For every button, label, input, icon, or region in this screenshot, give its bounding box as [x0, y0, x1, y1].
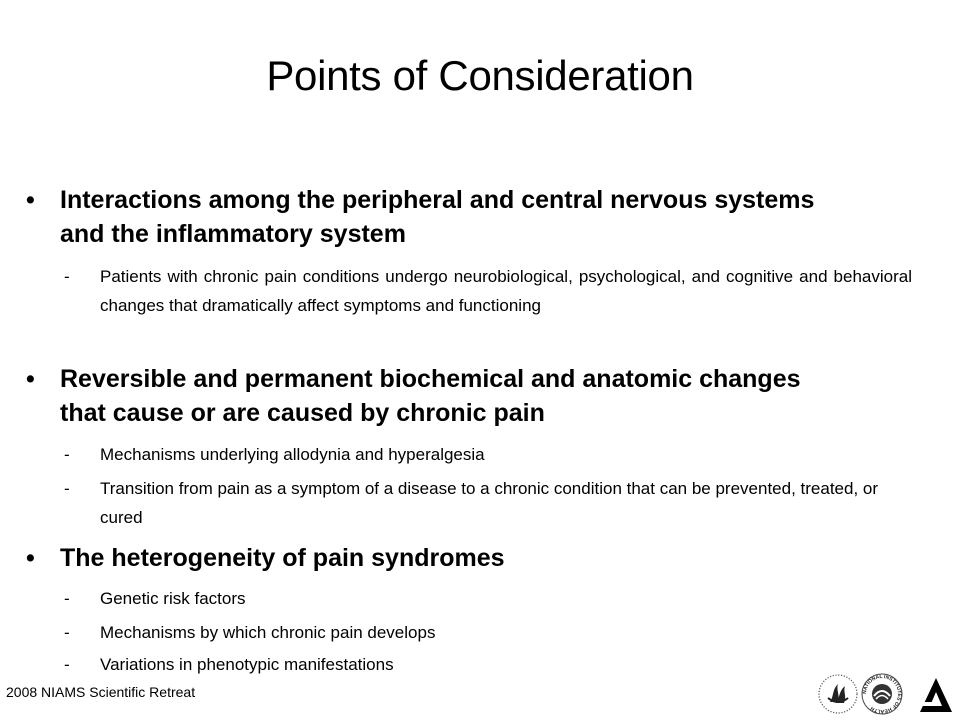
sub-item-2-1: - Mechanisms underlying allodynia and hy… — [64, 440, 912, 469]
niams-logo-icon — [920, 678, 952, 712]
sub-item-2-2: - Transition from pain as a symptom of a… — [64, 474, 912, 532]
sub-dash: - — [64, 589, 70, 608]
sub-item-1-1: - Patients with chronic pain conditions … — [64, 262, 912, 320]
bullet-3: • The heterogeneity of pain syndromes — [26, 541, 850, 575]
sub-text: Mechanisms underlying allodynia and hype… — [100, 445, 485, 464]
bullet-dot: • — [26, 365, 35, 393]
sub-dash: - — [64, 655, 70, 674]
sub-text: Mechanisms by which chronic pain develop… — [100, 623, 436, 642]
bullet-2: • Reversible and permanent biochemical a… — [26, 362, 850, 430]
bullet-dot: • — [26, 544, 35, 572]
sub-text: Variations in phenotypic manifestations — [100, 655, 394, 674]
bullet-text: Interactions among the peripheral and ce… — [60, 186, 815, 248]
footer-text: 2008 NIAMS Scientific Retreat — [6, 684, 196, 700]
bullet-text: Reversible and permanent biochemical and… — [60, 365, 801, 427]
nih-logo-icon: NATIONAL INSTITUTES OF HEALTH — [861, 673, 903, 715]
slide-title: Points of Consideration — [266, 52, 694, 99]
bullet-dot: • — [26, 186, 35, 214]
sub-dash: - — [64, 445, 70, 464]
sub-text: Patients with chronic pain conditions un… — [100, 267, 912, 315]
hhs-logo-icon — [818, 674, 858, 714]
sub-dash: - — [64, 479, 70, 498]
sub-text: Genetic risk factors — [100, 589, 246, 608]
logo-strip: NATIONAL INSTITUTES OF HEALTH — [818, 673, 952, 715]
bullet-text: The heterogeneity of pain syndromes — [60, 544, 505, 572]
sub-item-3-1: - Genetic risk factors — [64, 584, 912, 613]
sub-dash: - — [64, 267, 70, 286]
sub-item-3-2: - Mechanisms by which chronic pain devel… — [64, 618, 912, 647]
sub-item-3-3: - Variations in phenotypic manifestation… — [64, 650, 912, 679]
sub-dash: - — [64, 623, 70, 642]
sub-text: Transition from pain as a symptom of a d… — [100, 479, 879, 527]
bullet-1: • Interactions among the peripheral and … — [26, 183, 850, 251]
